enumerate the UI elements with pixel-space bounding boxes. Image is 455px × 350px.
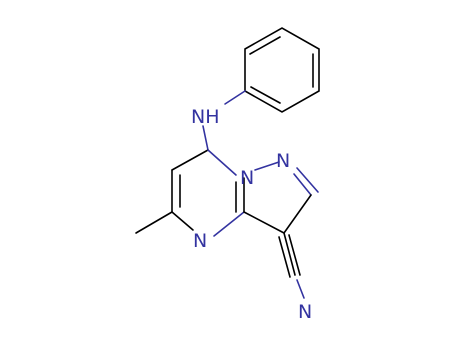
nitrile-group [278, 232, 305, 299]
fused-nitrogen-label: N [240, 167, 254, 189]
amine-linker [202, 90, 246, 151]
phenyl-ring [244, 27, 320, 113]
pyrazole-ring [243, 161, 319, 234]
pyrazole-nitrogen-label: N [276, 150, 290, 172]
pyrimidine-ring [171, 149, 245, 237]
amine-nh-label: NH [191, 106, 220, 128]
pyrimidine-nitrogen-label: N [193, 230, 207, 252]
nitrile-nitrogen-label: N [298, 301, 312, 323]
methyl-group [135, 211, 173, 234]
